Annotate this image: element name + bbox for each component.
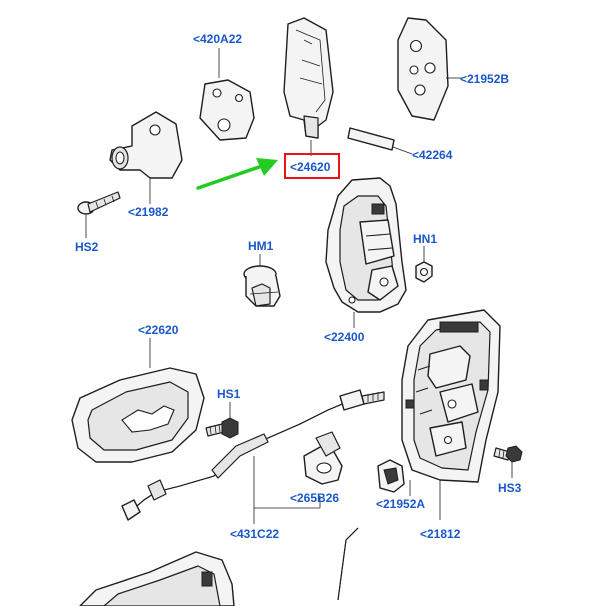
part-420a22-plate (199, 48, 255, 141)
label-21982: <21982 (128, 205, 169, 219)
label-21952b: <21952B (460, 72, 509, 86)
label-hs1: HS1 (217, 387, 241, 401)
label-24620: <24620 (290, 160, 331, 174)
screw-hs3 (493, 445, 523, 478)
part-21952a-grommet (377, 459, 405, 493)
label-21812: <21812 (420, 527, 461, 541)
part-21952b-seal-pad (397, 17, 462, 121)
nut-hn1 (415, 246, 433, 283)
part-42264-strip (347, 127, 413, 155)
part-265b26-cable-clip (303, 431, 343, 485)
screw-hs2 (77, 191, 121, 238)
label-420a22: <420A22 (193, 32, 242, 46)
clip-hm1 (243, 254, 281, 307)
label-22400: <22400 (324, 330, 365, 344)
part-bottom-partial-housing (79, 551, 235, 606)
screw-hs1 (205, 402, 239, 439)
label-21952a: <21952A (376, 497, 425, 511)
part-431c22-cable (121, 389, 385, 524)
label-431c22: <431C22 (230, 527, 279, 541)
label-hn1: HN1 (413, 232, 437, 246)
part-21982-bracket (109, 111, 183, 204)
highlight-box (284, 153, 340, 179)
label-22620: <22620 (138, 323, 179, 337)
part-22620-bezel (71, 338, 205, 463)
bottom-linkage-rod (337, 527, 359, 601)
part-21812-lock-actuator (401, 309, 501, 520)
part-22400-handle-frame (325, 177, 407, 328)
green-arrow (196, 158, 278, 190)
label-265b26: <265B26 (290, 491, 339, 505)
label-hs3: HS3 (498, 481, 522, 495)
part-24620-cover-panel (283, 17, 334, 156)
label-42264: <42264 (412, 148, 453, 162)
label-hs2: HS2 (75, 240, 99, 254)
label-hm1: HM1 (248, 239, 274, 253)
